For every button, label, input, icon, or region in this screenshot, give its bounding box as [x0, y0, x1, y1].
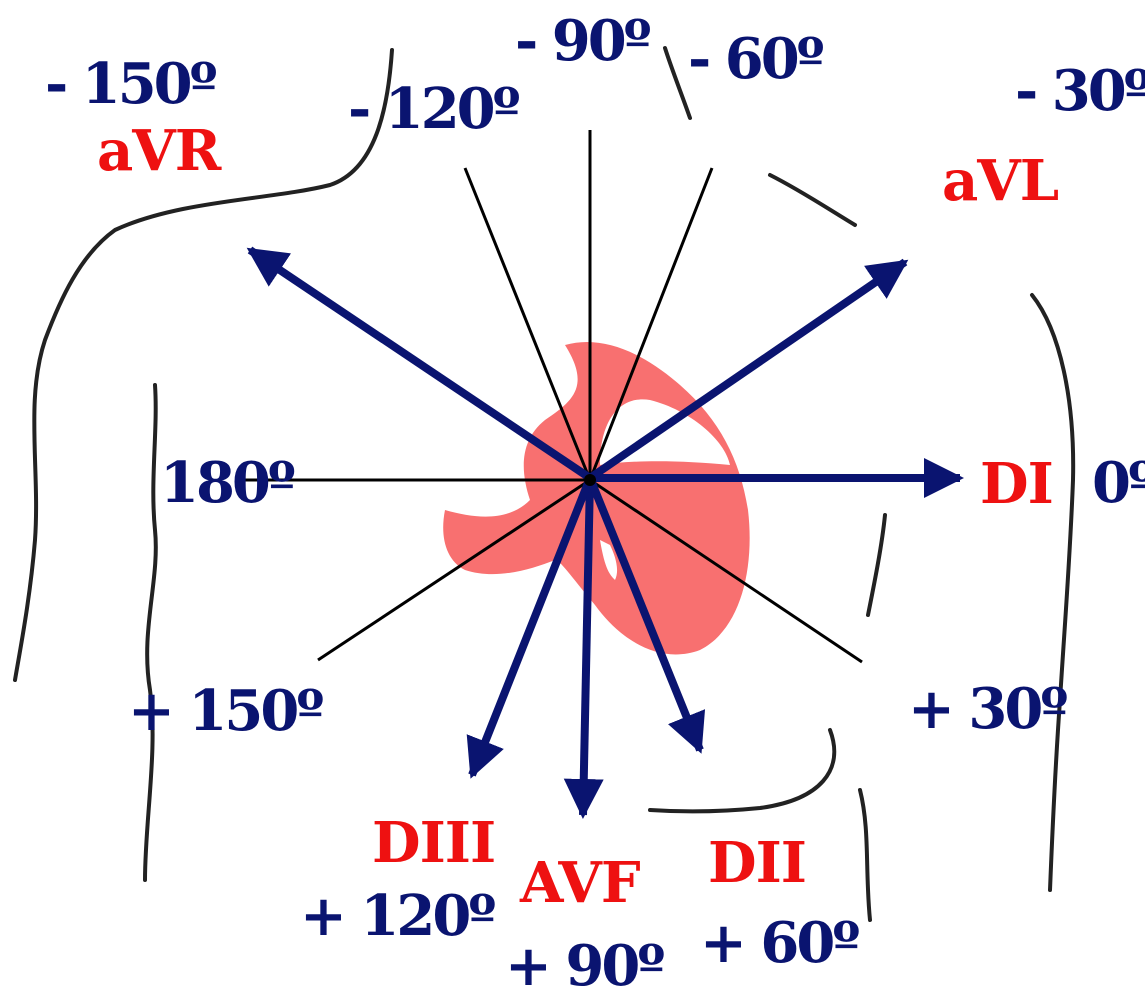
label-plus150: + 150º — [128, 678, 323, 744]
lead-label-DIII: DIII — [372, 810, 495, 876]
lead-label-DI: DI — [980, 451, 1053, 517]
vector-aVR — [250, 250, 590, 478]
right-side-line — [1032, 295, 1073, 890]
label-0: 0º — [1092, 450, 1145, 516]
label-minus120: - 120º — [348, 76, 520, 142]
label-minus60: - 60º — [688, 26, 824, 92]
lower-chest-curve — [650, 730, 834, 811]
neck-right-line — [665, 48, 690, 118]
shoulder-right-line — [770, 175, 855, 225]
left-arm-inner-line — [145, 385, 156, 880]
label-plus60: + 60º — [700, 910, 859, 976]
label-180: 180º — [160, 450, 295, 516]
lead-label-DII: DII — [708, 830, 806, 896]
lower-right-line — [860, 790, 870, 920]
lead-label-aVL: aVL — [942, 148, 1059, 214]
label-minus90: - 90º — [515, 8, 651, 74]
lead-label-aVR: aVR — [97, 118, 222, 184]
left-chest-line — [868, 515, 885, 615]
axis-center-point — [584, 474, 596, 486]
label-plus120: + 120º — [300, 883, 495, 949]
label-minus150: - 150º — [45, 51, 217, 117]
label-minus30: - 30º — [1015, 58, 1145, 124]
label-plus30: + 30º — [908, 676, 1067, 742]
lead-label-AVF: AVF — [519, 850, 641, 916]
label-plus90: + 90º — [505, 933, 664, 993]
